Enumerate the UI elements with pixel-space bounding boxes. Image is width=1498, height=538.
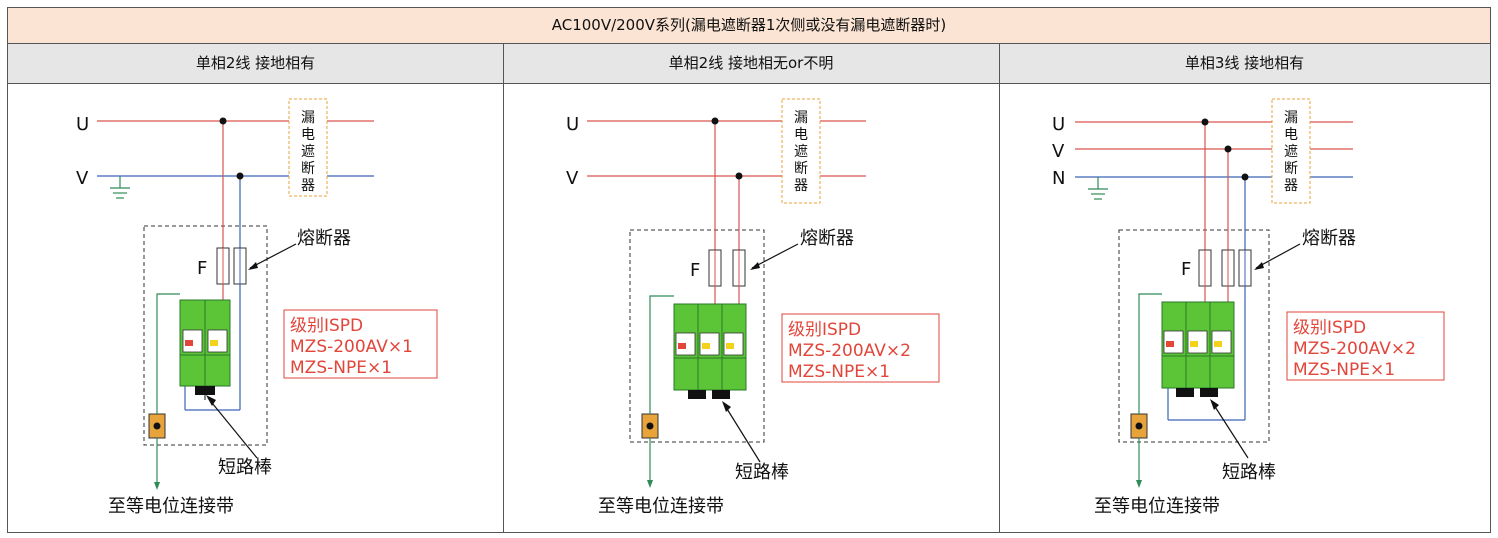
short-bar-pointer	[1211, 401, 1249, 459]
short-bar-pointer	[207, 397, 258, 459]
wiring-diagram-table: AC100V/200V系列(漏电遮断器1次侧或没有漏电遮断器时) 单相2线 接地…	[7, 7, 1491, 533]
breaker-label: 漏电遮断器	[794, 110, 808, 194]
line-label-u: U	[76, 114, 89, 135]
breaker-label: 漏电遮断器	[1284, 110, 1298, 194]
line-label-v: V	[76, 168, 89, 189]
spec-line: MZS-NPE×1	[290, 358, 392, 378]
spec-line: 级别ISPD	[788, 320, 861, 340]
junction-dot	[711, 117, 719, 125]
panel-heading-3: 单相3线 接地相有	[999, 44, 1490, 84]
junction-dot	[1224, 145, 1232, 153]
spec-line: MZS-200AV×2	[1293, 339, 1416, 359]
earth-wire	[649, 295, 674, 414]
panel-2-diagram: U V 漏电遮断器 F 熔断器	[566, 98, 940, 517]
junction-dot	[735, 172, 743, 180]
spd-module-ispd	[179, 299, 231, 395]
spd-module-ispd	[1161, 301, 1235, 397]
fuse-pointer	[751, 243, 799, 269]
junction-dot	[1241, 173, 1249, 181]
spec-line: 级别ISPD	[1293, 318, 1366, 338]
line-label-v: V	[566, 168, 579, 189]
fuse-label: F	[197, 258, 207, 279]
junction-dot	[219, 117, 227, 125]
spec-line: MZS-200AV×1	[290, 337, 413, 357]
spec-box	[1286, 311, 1445, 381]
spd-enclosure	[629, 229, 765, 443]
ground-symbol	[1088, 177, 1108, 200]
short-bar-label: 短路棒	[735, 462, 789, 483]
leakage-breaker	[288, 98, 328, 197]
bonding-label: 至等电位连接带	[108, 496, 234, 517]
line-label-v: V	[1052, 141, 1065, 162]
panel-3-diagram: U V N 漏电遮断器 F 熔断器	[1052, 98, 1445, 517]
junction-dot	[1201, 118, 1209, 126]
line-label-u: U	[1052, 114, 1065, 135]
fuse-caption: 熔断器	[800, 228, 854, 249]
spec-box	[781, 313, 940, 383]
earth-wire	[1138, 293, 1162, 414]
panel-heading-1: 单相2线 接地相有	[8, 44, 503, 84]
short-bar-pointer	[723, 403, 761, 463]
earth-wire	[156, 293, 180, 414]
spec-line: MZS-NPE×1	[788, 362, 890, 382]
spec-box	[283, 309, 438, 379]
spec-line: 级别ISPD	[290, 316, 363, 336]
fuse-label: F	[690, 260, 700, 281]
panel-heading-2: 单相2线 接地相无or不明	[503, 44, 999, 84]
line-label-n: N	[1052, 168, 1065, 189]
ground-symbol	[110, 176, 130, 199]
panel-1-diagram: U V 漏电遮断器 F 熔断器	[76, 98, 438, 517]
bonding-label: 至等电位连接带	[1094, 496, 1220, 517]
breaker-label: 漏电遮断器	[301, 110, 315, 194]
spd-enclosure	[1118, 229, 1270, 443]
spec-line: MZS-NPE×1	[1293, 360, 1395, 380]
spec-line: MZS-200AV×2	[788, 341, 911, 361]
fuse-label: F	[1181, 259, 1191, 280]
leakage-breaker	[781, 98, 821, 204]
short-bar-label: 短路棒	[1222, 462, 1276, 483]
fuse-pointer	[1255, 243, 1301, 269]
short-bar-label: 短路棒	[218, 457, 272, 478]
spd-module-ispd	[673, 303, 747, 399]
fuse-caption: 熔断器	[297, 228, 351, 249]
table-title: AC100V/200V系列(漏电遮断器1次侧或没有漏电遮断器时)	[8, 8, 1490, 44]
line-label-u: U	[566, 114, 579, 135]
leakage-breaker	[1271, 98, 1311, 204]
fuse-pointer	[249, 243, 297, 269]
column-divider	[503, 44, 504, 533]
spd-enclosure	[143, 225, 268, 446]
bonding-label: 至等电位连接带	[598, 496, 724, 517]
junction-dot	[236, 172, 244, 180]
column-divider	[999, 44, 1000, 533]
fuse-caption: 熔断器	[1302, 228, 1356, 249]
